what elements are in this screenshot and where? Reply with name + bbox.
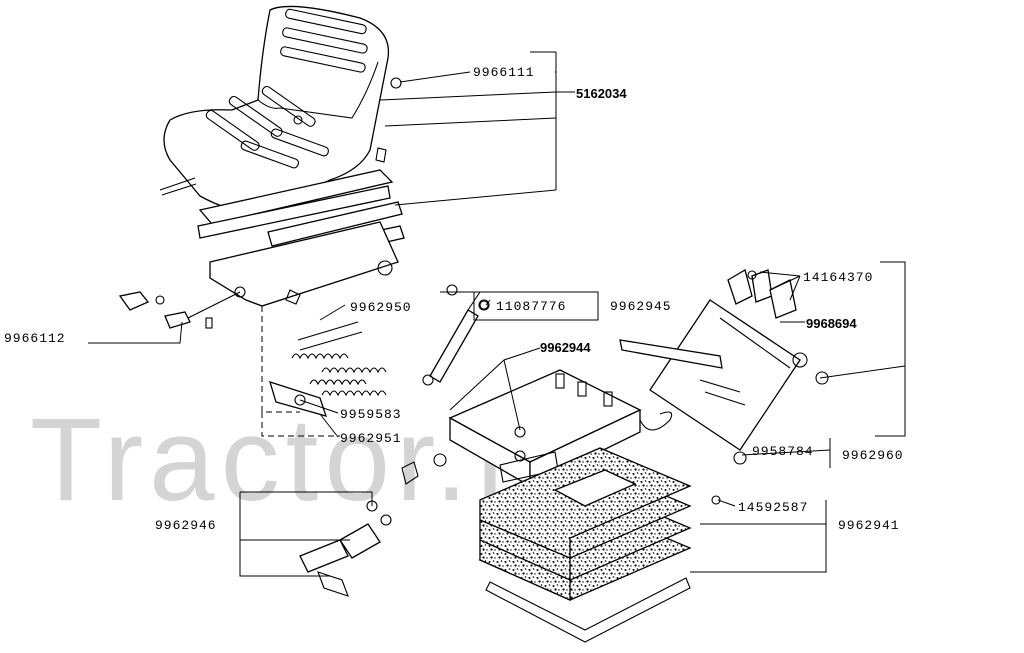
adjuster-rod bbox=[118, 286, 246, 329]
fasteners bbox=[390, 77, 757, 310]
part-label-9962950: 9962950 bbox=[350, 300, 412, 315]
scissor-frame bbox=[619, 269, 829, 465]
part-label-9966111: 9966111 bbox=[473, 65, 535, 80]
part-label-14592587: 14592587 bbox=[738, 500, 808, 515]
seat-pan bbox=[159, 5, 390, 213]
leader-lines bbox=[88, 51, 906, 577]
part-label-14164370: 14164370 bbox=[803, 270, 873, 285]
part-label-9962945: 9962945 bbox=[610, 299, 672, 314]
part-label-9959583: 9959583 bbox=[340, 407, 402, 422]
part-label-9962941: 9962941 bbox=[838, 518, 900, 533]
part-label-9962946: 9962946 bbox=[155, 518, 217, 533]
gas-strut bbox=[422, 284, 490, 386]
part-label-9962944: 9962944 bbox=[540, 340, 591, 355]
part-label-5162034: 5162034 bbox=[576, 86, 627, 101]
spring-bracket bbox=[269, 381, 328, 417]
part-label-9966112: 9966112 bbox=[4, 331, 66, 346]
lever-assembly bbox=[299, 500, 392, 597]
slide-rails bbox=[197, 169, 405, 307]
part-label-9962951: 9962951 bbox=[340, 431, 402, 446]
part-label-11087776: 11087776 bbox=[496, 299, 566, 314]
part-label-9962960: 9962960 bbox=[842, 448, 904, 463]
foam-cushion bbox=[478, 447, 721, 643]
suspension-springs bbox=[291, 321, 387, 397]
part-label-9968694: 9968694 bbox=[806, 316, 857, 331]
part-label-9958784: 9958784 bbox=[752, 444, 814, 459]
